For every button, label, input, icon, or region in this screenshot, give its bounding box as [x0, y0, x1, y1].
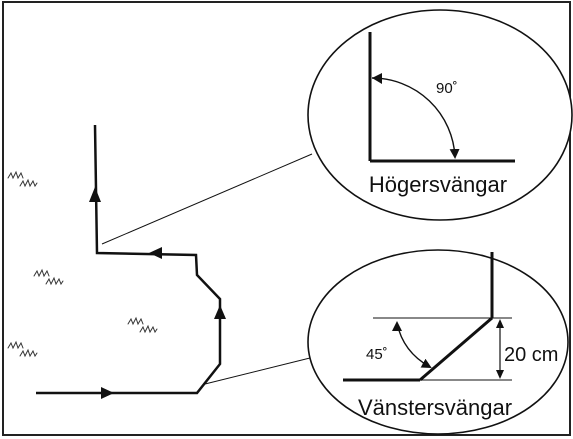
right-turn-ellipse	[307, 9, 573, 221]
arrow-right-icon	[101, 387, 114, 399]
right-turn-arc-start-arrow	[372, 73, 382, 84]
grass-icon	[7, 340, 38, 358]
right-turn-caption: Högersvängar	[369, 172, 507, 197]
left-turn-ellipse	[307, 249, 569, 435]
grass-icon	[7, 170, 38, 188]
leader-line-left-turn	[204, 355, 319, 385]
left-turn-diagonal	[419, 316, 493, 382]
grass-icon	[33, 268, 64, 286]
left-turn-callout: 45˚ 20 cm Vänstersvängar	[307, 249, 569, 435]
grass-icon	[127, 316, 158, 334]
arrow-up-icon	[214, 305, 226, 319]
arrow-up-icon	[89, 187, 101, 202]
leader-line-right-turn	[101, 153, 313, 245]
distance-label: 20 cm	[504, 344, 558, 366]
dimension-arrow-up-icon	[496, 319, 504, 328]
left-turn-arc-start-arrow	[392, 321, 402, 331]
grass-icon-group	[7, 170, 158, 358]
right-turn-callout: 90˚ Högersvängar	[307, 9, 573, 221]
left-turn-angle-label: 45˚	[366, 346, 388, 363]
mower-path	[36, 124, 222, 395]
left-turn-caption: Vänstersvängar	[358, 395, 512, 420]
right-turn-angle-label: 90˚	[436, 80, 458, 97]
arrow-left-icon	[149, 247, 162, 259]
right-turn-angle-arc	[371, 77, 460, 159]
dimension-arrow-down-icon	[496, 370, 504, 379]
